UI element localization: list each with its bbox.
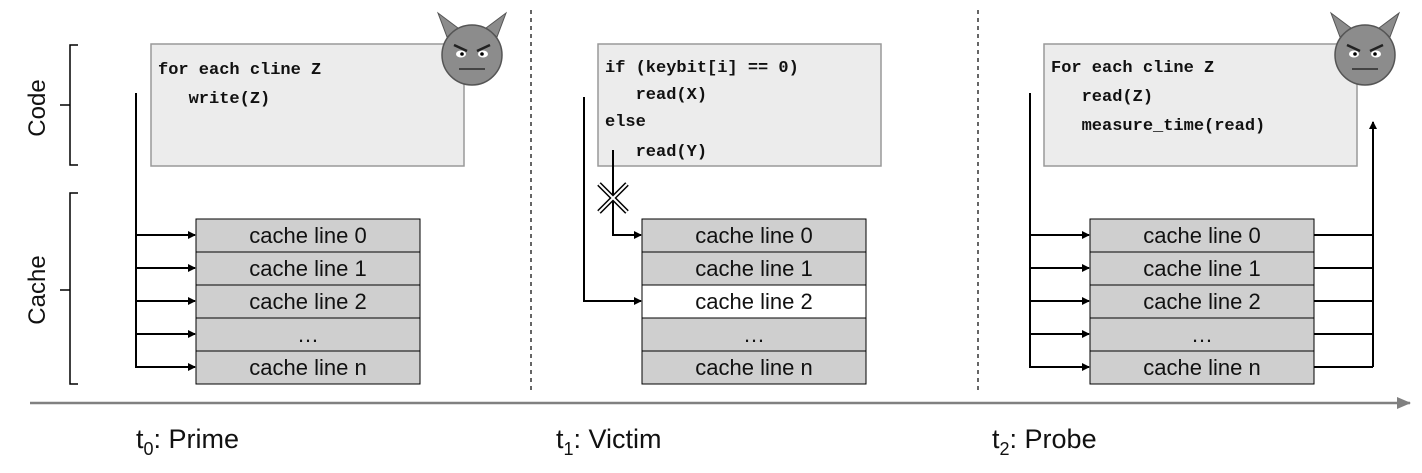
cache-cell <box>195 218 421 253</box>
cache-line-label: … <box>1191 322 1213 347</box>
cache-line-label: cache line 1 <box>695 256 812 281</box>
cache-cell <box>641 350 867 385</box>
read-arrows <box>1029 93 1090 371</box>
cache-side-label: Cache <box>24 255 51 324</box>
cache-line-label: cache line 1 <box>1143 256 1260 281</box>
panel-prime: for each cline Z write(Z) cache line 0 c… <box>135 11 508 459</box>
code-box <box>1043 43 1358 167</box>
cache-bracket <box>60 192 78 385</box>
panel-probe: For each cline Z read(Z) measure_time(re… <box>992 11 1401 459</box>
code-box <box>597 43 882 167</box>
cache-line-label: … <box>743 322 765 347</box>
cache-cell <box>195 350 421 385</box>
code-line: read(Z) <box>1051 88 1153 107</box>
code-line: measure_time(read) <box>1051 117 1265 136</box>
cache-line-label: cache line 1 <box>249 256 366 281</box>
code-side-label: Code <box>24 79 51 136</box>
cache-cell <box>1089 350 1315 385</box>
phase-label-probe: t2: Probe <box>992 424 1097 459</box>
code-line: if (keybit[i] == 0) <box>605 59 799 78</box>
code-line: For each cline Z <box>1051 59 1214 78</box>
cache-cell <box>195 251 421 286</box>
code-block: if (keybit[i] == 0) read(X) else read(Y) <box>605 59 799 162</box>
code-block: for each cline Z write(Z) <box>158 61 321 109</box>
cache-line-label: cache line 2 <box>1143 289 1260 314</box>
cache-cell <box>195 284 421 319</box>
cache-cell <box>1089 284 1315 319</box>
cache-cell <box>1089 251 1315 286</box>
code-line: write(Z) <box>158 90 270 109</box>
cache-line-label: cache line n <box>249 355 366 380</box>
cache-line-label: … <box>297 322 319 347</box>
cache-cell <box>641 317 867 352</box>
cache-cell <box>195 317 421 352</box>
cache-cell <box>641 218 867 253</box>
code-line: read(X) <box>605 86 707 105</box>
code-line: else <box>605 113 646 132</box>
phase-label-prime: t0: Prime <box>136 424 239 459</box>
measure-arrows <box>1314 121 1377 368</box>
cache-cell-highlighted <box>641 284 867 319</box>
cache-line-label: cache line 2 <box>695 289 812 314</box>
phase-label-victim: t1: Victim <box>556 424 662 459</box>
victim-arrows <box>583 97 642 305</box>
cache-line-label: cache line 2 <box>249 289 366 314</box>
cache-line-label: cache line 0 <box>1143 223 1260 248</box>
cache-line-label: cache line n <box>1143 355 1260 380</box>
code-line: read(Y) <box>605 143 707 162</box>
attacker-devil-icon <box>436 11 508 86</box>
code-line: for each cline Z <box>158 61 321 80</box>
code-block: For each cline Z read(Z) measure_time(re… <box>1051 59 1265 136</box>
attacker-devil-icon <box>1329 11 1401 86</box>
write-arrows <box>135 93 196 371</box>
cache-line-label: cache line 0 <box>249 223 366 248</box>
cache-line-label: cache line n <box>695 355 812 380</box>
panel-victim: if (keybit[i] == 0) read(X) else read(Y)… <box>556 43 882 459</box>
code-box <box>150 43 465 167</box>
cache-cell <box>641 251 867 286</box>
code-bracket <box>60 44 78 166</box>
cache-line-label: cache line 0 <box>695 223 812 248</box>
cache-cell <box>1089 218 1315 253</box>
